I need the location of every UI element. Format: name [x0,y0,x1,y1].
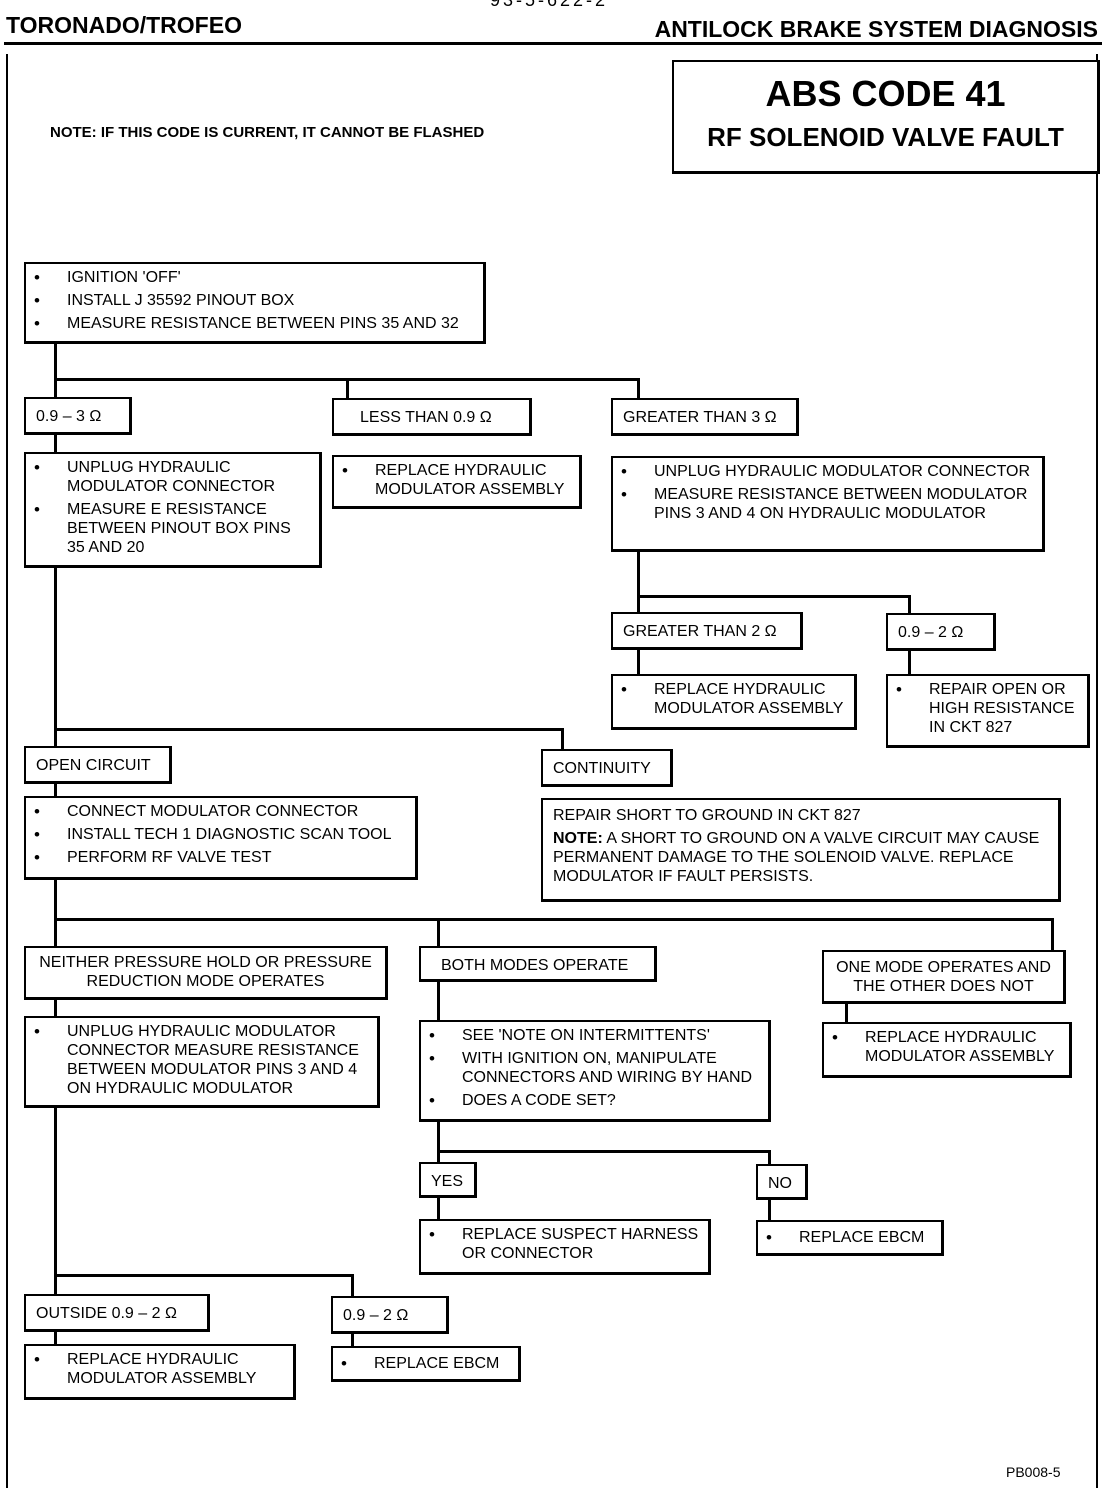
connector-line [768,1200,771,1222]
branch-label-both-modes: BOTH MODES OPERATE [419,946,657,982]
right-header: ANTILOCK BRAKE SYSTEM DIAGNOSIS [654,16,1098,42]
step-item: INSTALL J 35592 PINOUT BOX [34,291,475,310]
yes-steps-box: REPLACE SUSPECT HARNESS OR CONNECTOR [419,1219,711,1275]
connector-line [437,980,440,1022]
branch-label-0-9-3-ohm: 0.9 – 3 Ω [24,397,132,435]
figure-id: PB008-5 [1006,1464,1061,1480]
step-item: UNPLUG HYDRAULIC MODULATOR CONNECTOR MEA… [34,1022,369,1098]
connector-line [437,1197,440,1221]
step-item: REPLACE HYDRAULIC MODULATOR ASSEMBLY [342,461,571,499]
in-range-steps-box: REPLACE EBCM [331,1346,521,1382]
step-item: INSTALL TECH 1 DIAGNOSTIC SCAN TOOL [34,825,407,844]
step-item: SEE 'NOTE ON INTERMITTENTS' [429,1026,760,1045]
doc-number: 93-5-622-2 [490,0,609,10]
one-mode-steps-box: REPLACE HYDRAULIC MODULATOR ASSEMBLY [822,1022,1072,1078]
connector-line [637,378,640,400]
page-frame [6,54,1098,1488]
outside-range-steps-box: REPLACE HYDRAULIC MODULATOR ASSEMBLY [24,1344,296,1400]
code-title: ABS CODE 41 [765,73,1006,114]
connector-line [437,918,440,948]
connector-line [351,1332,354,1348]
branch-label-in-range-0-9-2: 0.9 – 2 Ω [331,1296,449,1334]
connector-line [908,595,911,615]
connector-line [346,378,349,400]
code-title-box: ABS CODE 41 RF SOLENOID VALVE FAULT [672,60,1100,174]
step-item: CONNECT MODULATOR CONNECTOR [34,802,407,821]
connector-line [54,918,1054,921]
connector-line [637,595,911,598]
step-item: REPLACE EBCM [341,1354,510,1373]
step-item: REPLACE HYDRAULIC MODULATOR ASSEMBLY [621,680,846,718]
branch-label-neither-mode: NEITHER PRESSURE HOLD OR PRESSURE REDUCT… [24,946,388,1000]
step-item: REPLACE SUSPECT HARNESS OR CONNECTOR [429,1225,700,1263]
step-item: MEASURE RESISTANCE BETWEEN PINS 35 AND 3… [34,314,475,333]
branch-label-yes: YES [419,1162,477,1198]
continuity-note-text: A SHORT TO GROUND ON A VALVE CIRCUIT MAY… [553,830,1040,885]
continuity-note-label: NOTE: [553,830,603,847]
branch-label-greater-than-2: GREATER THAN 2 Ω [611,612,803,650]
connector-line [1051,918,1054,952]
connector-line [54,728,564,731]
neither-mode-steps-box: UNPLUG HYDRAULIC MODULATOR CONNECTOR MEA… [24,1016,380,1108]
branch-3-steps-box: UNPLUG HYDRAULIC MODULATOR CONNECTOR MEA… [611,456,1045,552]
header-rule [4,42,1102,45]
step-item: PERFORM RF VALVE TEST [34,848,407,867]
connector-line [908,650,911,676]
branch-label-continuity: CONTINUITY [541,749,673,787]
branch-3a-steps-box: REPLACE HYDRAULIC MODULATOR ASSEMBLY [611,674,857,730]
step-item: IGNITION 'OFF' [34,268,475,287]
step-item: REPAIR OPEN OR HIGH RESISTANCE IN CKT 82… [896,680,1079,737]
continuity-note: NOTE: A SHORT TO GROUND ON A VALVE CIRCU… [543,825,1058,886]
open-circuit-steps-box: CONNECT MODULATOR CONNECTOR INSTALL TECH… [24,796,418,880]
step-item: REPLACE EBCM [766,1228,933,1247]
step-item: WITH IGNITION ON, MANIPULATE CONNECTORS … [429,1049,760,1087]
step-item: REPLACE HYDRAULIC MODULATOR ASSEMBLY [832,1028,1061,1066]
note-text: NOTE: IF THIS CODE IS CURRENT, IT CANNOT… [50,124,485,141]
branch-label-less-than-0-9: LESS THAN 0.9 Ω [332,398,532,436]
connector-line [768,1150,771,1166]
connector-line [845,1002,848,1024]
connector-line [437,1150,771,1153]
branch-label-0-9-2-ohm: 0.9 – 2 Ω [886,613,996,651]
code-subtitle: RF SOLENOID VALVE FAULT [707,122,1064,152]
left-header: TORONADO/TROFEO [6,12,242,38]
connector-line [54,1330,57,1346]
continuity-repair-title: REPAIR SHORT TO GROUND IN CKT 827 [553,807,861,824]
step-item: DOES A CODE SET? [429,1091,760,1110]
connector-line [351,1274,354,1298]
branch-3b-steps-box: REPAIR OPEN OR HIGH RESISTANCE IN CKT 82… [886,674,1090,748]
connector-line [637,650,640,676]
branch-label-greater-than-3: GREATER THAN 3 Ω [611,398,799,436]
branch-label-outside-0-9-2: OUTSIDE 0.9 – 2 Ω [24,1294,210,1332]
connector-line [637,550,640,614]
both-modes-steps-box: SEE 'NOTE ON INTERMITTENTS' WITH IGNITIO… [419,1020,771,1122]
branch-label-open-circuit: OPEN CIRCUIT [24,746,172,784]
step-item: MEASURE E RESISTANCE BETWEEN PINOUT BOX … [34,500,311,557]
branch-1-steps-box: UNPLUG HYDRAULIC MODULATOR CONNECTOR MEA… [24,452,322,568]
step-item: UNPLUG HYDRAULIC MODULATOR CONNECTOR [34,458,311,496]
branch-label-no: NO [756,1164,808,1200]
step-item: REPLACE HYDRAULIC MODULATOR ASSEMBLY [34,1350,285,1388]
connector-line [561,728,564,750]
no-steps-box: REPLACE EBCM [756,1220,944,1256]
step-item: UNPLUG HYDRAULIC MODULATOR CONNECTOR [621,462,1034,481]
step-item: MEASURE RESISTANCE BETWEEN MODULATOR PIN… [621,485,1034,523]
connector-line [54,1274,354,1277]
start-steps-box: IGNITION 'OFF' INSTALL J 35592 PINOUT BO… [24,262,486,344]
continuity-repair-box: REPAIR SHORT TO GROUND IN CKT 827 NOTE: … [541,798,1061,902]
branch-label-one-mode: ONE MODE OPERATES AND THE OTHER DOES NOT [822,950,1066,1004]
connector-line [437,1120,440,1164]
branch-2-steps-box: REPLACE HYDRAULIC MODULATOR ASSEMBLY [332,455,582,509]
